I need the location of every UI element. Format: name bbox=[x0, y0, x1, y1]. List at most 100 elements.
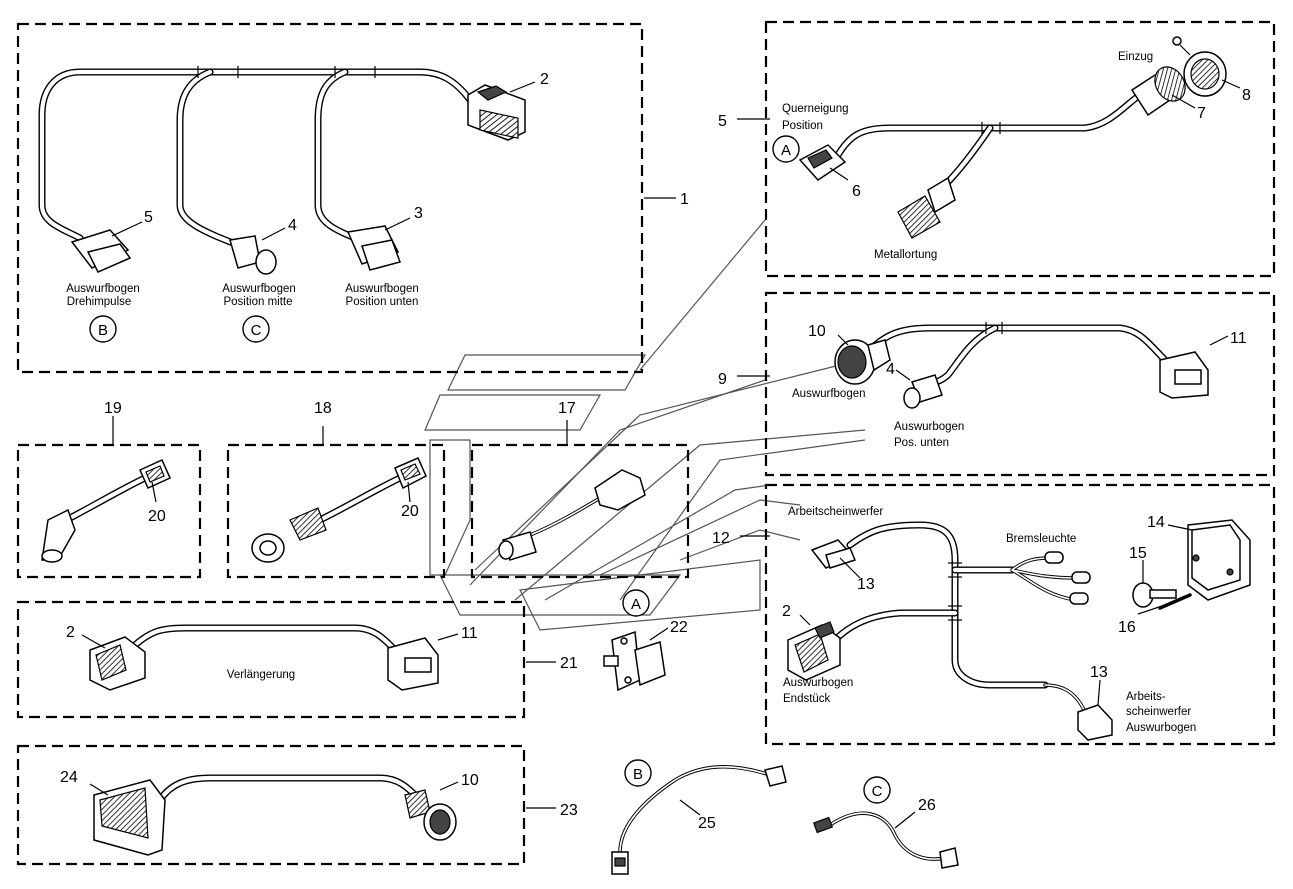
cable-26: 26 C bbox=[813, 776, 959, 869]
box-18: 18 20 bbox=[226, 400, 446, 579]
box-12-harness: 12 13 13 14 15 16 2 Arbeitscheinwerfer B… bbox=[712, 483, 1276, 746]
marker-b: B bbox=[98, 322, 108, 339]
harness-1-wires bbox=[38, 66, 474, 249]
caption-arbeits-2: scheinwerfer bbox=[1126, 706, 1191, 718]
label-25: 25 bbox=[698, 815, 716, 832]
label-10-box23: 10 bbox=[461, 772, 479, 789]
connector-3-box1 bbox=[346, 225, 401, 271]
marker-c-bottom: C bbox=[872, 783, 883, 800]
caption-querneigung: Querneigung bbox=[782, 103, 849, 115]
label-14: 14 bbox=[1147, 514, 1165, 531]
label-3: 3 bbox=[414, 205, 423, 222]
ghost-outlines bbox=[424, 219, 866, 631]
caption-arbeitscheinwerfer: Arbeitscheinwerfer bbox=[788, 506, 883, 518]
marker-b-circle-bottom bbox=[624, 759, 652, 787]
label-12: 12 bbox=[712, 530, 730, 547]
label-2: 2 bbox=[540, 71, 549, 88]
box-23: 24 10 23 bbox=[16, 744, 578, 866]
label-13-top: 13 bbox=[857, 576, 875, 593]
connector-5-box1 bbox=[70, 229, 132, 273]
caption-einzug: Einzug bbox=[1118, 51, 1153, 63]
marker-a-top: A bbox=[781, 142, 791, 159]
box-23-outline bbox=[16, 744, 526, 866]
label-2-box21: 2 bbox=[66, 624, 75, 641]
box-1-outline bbox=[16, 22, 644, 374]
pin-16 bbox=[1158, 593, 1192, 610]
caption-drehimpulse-1: Auswurfbogen bbox=[66, 283, 140, 295]
marker-a-circle-center bbox=[622, 589, 650, 617]
label-16: 16 bbox=[1118, 619, 1136, 636]
label-20-box19: 20 bbox=[148, 508, 166, 525]
connector-2-box21 bbox=[89, 636, 146, 691]
box-19: 19 20 bbox=[16, 400, 202, 579]
label-18: 18 bbox=[314, 400, 332, 417]
caption-verlaengerung: Verlängerung bbox=[227, 669, 295, 681]
connector-metallortung bbox=[897, 176, 956, 239]
connector-24 bbox=[93, 779, 166, 856]
label-1: 1 bbox=[680, 191, 689, 208]
label-6: 6 bbox=[852, 183, 861, 200]
label-5: 5 bbox=[144, 209, 153, 226]
connector-4-box9 bbox=[903, 374, 943, 409]
caption-mitte-2: Position mitte bbox=[223, 296, 292, 308]
label-11-box21: 11 bbox=[461, 625, 478, 642]
connector-4-box1 bbox=[229, 235, 277, 275]
connector-11-box21 bbox=[387, 637, 439, 691]
label-7: 7 bbox=[1197, 105, 1206, 122]
box-5-outline bbox=[764, 20, 1276, 278]
label-11: 11 bbox=[1230, 330, 1247, 347]
marker-c-circle-bottom bbox=[863, 776, 891, 804]
box-21-outline bbox=[16, 600, 526, 719]
label-24: 24 bbox=[60, 769, 78, 786]
connector-10-box9 bbox=[834, 339, 891, 385]
connector-2-box1 bbox=[467, 84, 526, 141]
connector-6 bbox=[798, 144, 847, 181]
caption-arbeits-1: Arbeits- bbox=[1126, 691, 1166, 703]
label-8: 8 bbox=[1242, 87, 1251, 104]
box-19-outline bbox=[16, 443, 202, 579]
cable-25: 25 B bbox=[611, 759, 787, 875]
lamp-14 bbox=[1187, 519, 1251, 601]
caption-endstueck-2: Endstück bbox=[783, 693, 831, 705]
caption-bremsleuchte: Bremsleuchte bbox=[1006, 533, 1076, 545]
box-18-outline bbox=[226, 443, 446, 579]
caption-mitte-1: Auswurfbogen bbox=[222, 283, 296, 295]
caption-position: Position bbox=[782, 120, 823, 132]
label-10: 10 bbox=[808, 323, 826, 340]
label-9: 9 bbox=[718, 371, 727, 388]
label-26: 26 bbox=[918, 797, 936, 814]
label-15: 15 bbox=[1129, 545, 1147, 562]
box-1-harness: 2 5 4 3 1 Auswurfbogen Drehimpulse Auswu… bbox=[16, 22, 689, 374]
marker-c-circle bbox=[242, 315, 270, 343]
label-2-box12: 2 bbox=[782, 603, 791, 620]
marker-a-circle-top bbox=[772, 135, 800, 163]
connector-13-bottom bbox=[1077, 704, 1113, 741]
caption-unten-2: Position unten bbox=[346, 296, 419, 308]
box-5-harness: 5 6 7 8 Einzug Querneigung Position Meta… bbox=[718, 20, 1276, 278]
caption-arbeits-3: Auswurbogen bbox=[1126, 722, 1196, 734]
connector-2-box12 bbox=[787, 621, 841, 681]
label-4-box9: 4 bbox=[886, 361, 895, 378]
caption-pos-unten-1: Auswurbogen bbox=[894, 421, 964, 433]
caption-pos-unten-2: Pos. unten bbox=[894, 437, 949, 449]
label-21: 21 bbox=[560, 655, 578, 672]
label-4: 4 bbox=[288, 217, 297, 234]
connector-10-box23 bbox=[404, 789, 457, 841]
box-17: 17 A bbox=[470, 400, 690, 617]
caption-drehimpulse-2: Drehimpulse bbox=[67, 296, 132, 308]
label-19: 19 bbox=[104, 400, 122, 417]
label-5-box5: 5 bbox=[718, 113, 727, 130]
marker-c: C bbox=[251, 322, 262, 339]
sensor-22: 22 bbox=[603, 619, 688, 692]
box-12-outline bbox=[764, 483, 1276, 746]
label-20-box18: 20 bbox=[401, 503, 419, 520]
caption-auswurfbogen: Auswurfbogen bbox=[792, 388, 866, 400]
caption-endstueck-1: Auswurbogen bbox=[783, 677, 853, 689]
label-23: 23 bbox=[560, 802, 578, 819]
box-9-outline bbox=[764, 291, 1276, 477]
caption-metallortung: Metallortung bbox=[874, 249, 937, 261]
box-21-extension: 2 11 21 Verlängerung bbox=[16, 600, 578, 719]
box-17-outline bbox=[470, 443, 690, 579]
label-13-bottom: 13 bbox=[1090, 664, 1108, 681]
